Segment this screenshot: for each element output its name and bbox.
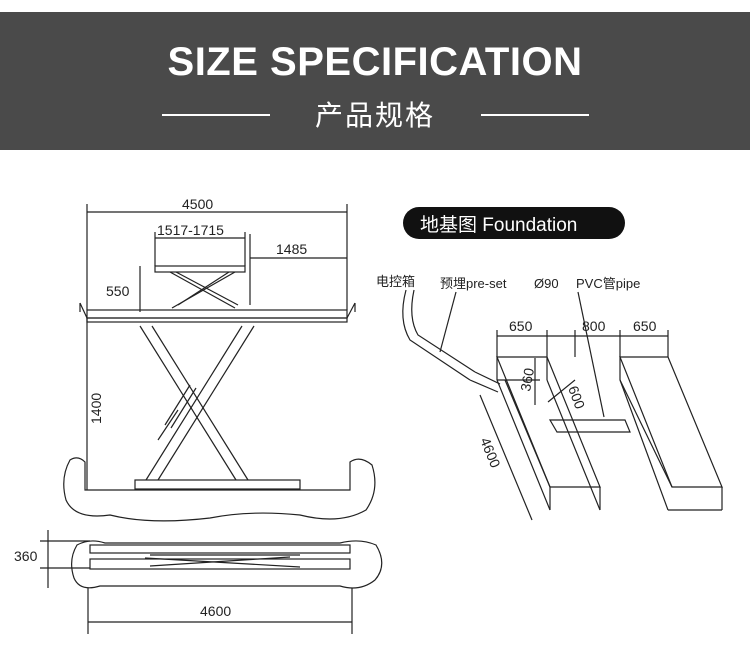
dim-trench-width: 600 bbox=[565, 384, 588, 412]
control-box-label: 电控箱 bbox=[376, 274, 415, 289]
technical-drawing: 4500 1517-1715 1485 550 1400 360 4600 地基… bbox=[14, 196, 723, 634]
pipe-diameter-label: Ø90 bbox=[534, 276, 559, 291]
title-english: SIZE SPECIFICATION bbox=[167, 40, 583, 84]
foundation-diagram bbox=[402, 207, 723, 521]
dim-platform-extension: 1517-1715 bbox=[157, 222, 224, 238]
dimension-labels: 4500 1517-1715 1485 550 1400 360 4600 地基… bbox=[14, 196, 657, 619]
dim-overall-length: 4500 bbox=[182, 196, 213, 212]
dim-max-height: 1400 bbox=[88, 393, 104, 424]
pipe-label: PVC管pipe bbox=[576, 276, 640, 291]
dim-foundation-depth: 360 bbox=[517, 367, 537, 393]
preset-label: 预埋pre-set bbox=[440, 276, 507, 291]
dim-pit-gap: 800 bbox=[582, 318, 606, 334]
lift-side-view bbox=[40, 204, 383, 634]
dim-pit-width-left: 650 bbox=[509, 318, 533, 334]
dim-base-length: 4600 bbox=[200, 603, 231, 619]
header-banner: SIZE SPECIFICATION 产品规格 bbox=[0, 12, 750, 150]
dim-pit-depth: 360 bbox=[14, 548, 38, 564]
dim-table-height: 550 bbox=[106, 283, 130, 299]
dim-pit-width-right: 650 bbox=[633, 318, 657, 334]
dim-ramp-length: 1485 bbox=[276, 241, 307, 257]
title-rule-right bbox=[481, 114, 589, 116]
title-rule-left bbox=[162, 114, 270, 116]
title-chinese: 产品规格 bbox=[314, 100, 435, 131]
foundation-badge: 地基图 Foundation bbox=[420, 214, 577, 236]
dim-pit-length: 4600 bbox=[477, 435, 504, 470]
